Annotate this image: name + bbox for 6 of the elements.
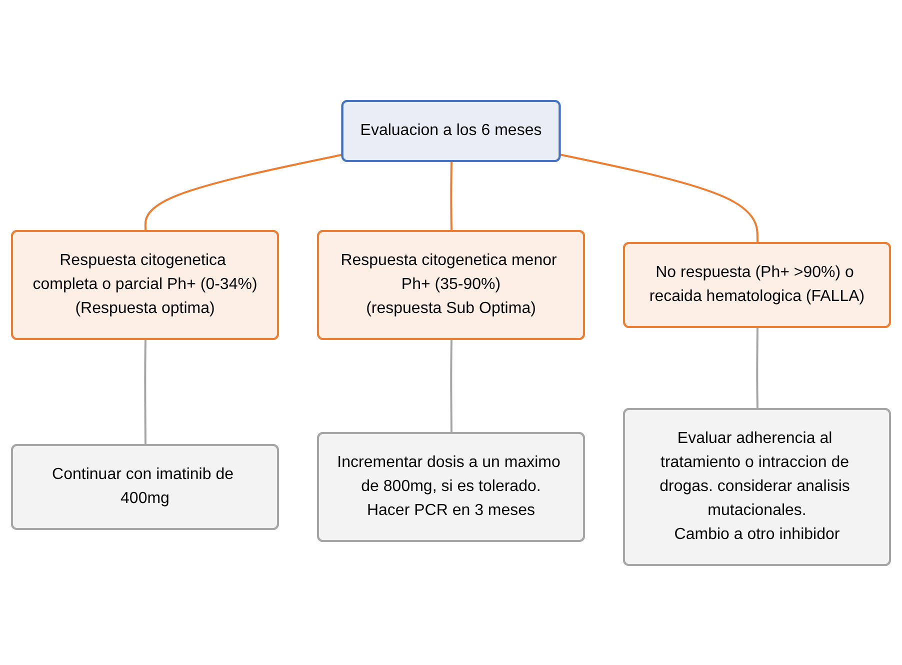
- connector: [560, 153, 758, 244]
- connector: [144, 153, 343, 232]
- connector: [144, 338, 146, 445]
- connector: [450, 338, 452, 433]
- connector: [450, 160, 452, 232]
- connector: [756, 326, 758, 410]
